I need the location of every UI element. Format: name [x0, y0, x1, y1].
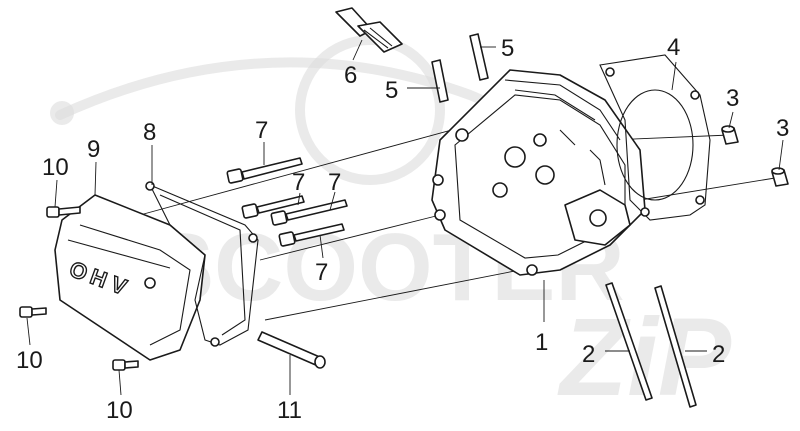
axis-line — [139, 124, 471, 216]
screw — [112, 359, 139, 371]
bolt — [226, 157, 303, 184]
callout-leaders — [26, 39, 784, 396]
locating-dowels — [721, 125, 789, 187]
callout-label: 7 — [315, 259, 328, 286]
callout-label: 3 — [776, 115, 789, 142]
head-bolts — [226, 157, 348, 247]
watermark-ring — [295, 35, 445, 185]
callout-label: 3 — [726, 85, 739, 112]
screw — [19, 306, 47, 318]
callout-label: 7 — [328, 169, 341, 196]
callout-label: 5 — [501, 35, 514, 62]
callout-label: 5 — [385, 77, 398, 104]
callout-label: 11 — [277, 397, 302, 424]
push-rods — [605, 282, 697, 408]
head-gasket — [599, 54, 711, 221]
callout-label: 7 — [292, 169, 305, 196]
callout-label: 2 — [712, 341, 725, 368]
screw — [46, 206, 81, 218]
callout-labels: 1 2 2 3 3 4 5 5 6 7 7 7 7 8 9 10 10 10 1… — [16, 34, 789, 424]
assembly-lines — [139, 124, 776, 321]
spark-plug — [335, 7, 403, 53]
callout-label: 7 — [255, 117, 268, 144]
cylinder-head — [431, 69, 646, 276]
callout-label: 10 — [16, 347, 43, 374]
bolt — [278, 223, 345, 247]
bolt — [241, 195, 305, 219]
valve-cover: O H V — [54, 194, 206, 361]
callout-label: 9 — [87, 136, 100, 163]
axis-line — [264, 269, 521, 321]
callout-label: 6 — [344, 62, 357, 89]
callout-label: 8 — [143, 119, 156, 146]
watermark-script: ZiP — [557, 296, 732, 419]
callout-label: 4 — [667, 34, 680, 61]
callout-label: 2 — [582, 341, 595, 368]
studs — [431, 33, 489, 103]
watermark-dot — [50, 101, 74, 125]
callout-label: 10 — [42, 154, 69, 181]
callout-label: 1 — [535, 329, 548, 356]
axis-line — [639, 177, 776, 201]
callout-label: 10 — [106, 397, 133, 424]
cover-screws — [19, 206, 139, 371]
dowel-pin — [257, 331, 326, 369]
axis-line — [259, 214, 441, 261]
